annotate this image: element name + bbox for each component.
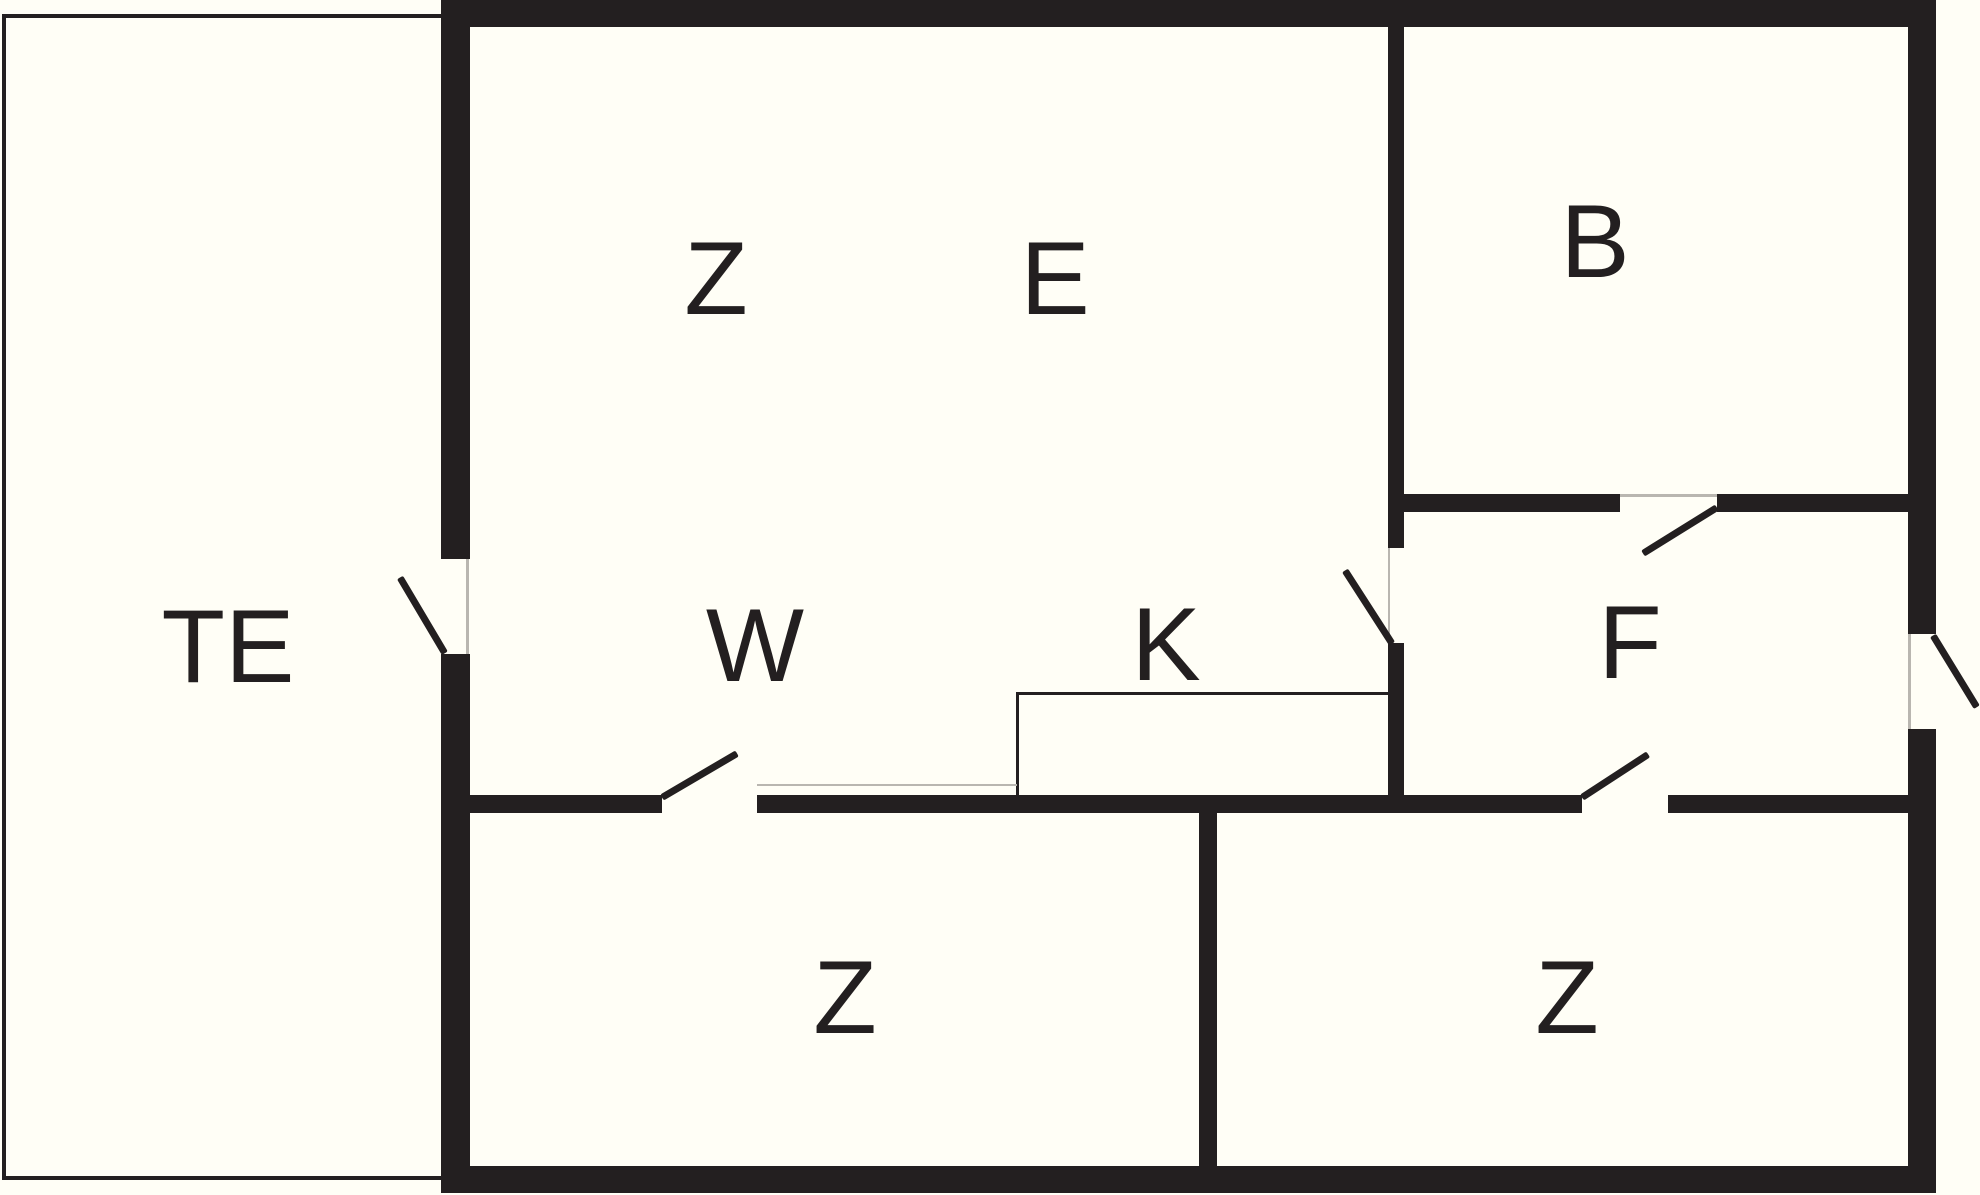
room-label-te: TE <box>161 589 295 705</box>
doorframe-exterior-right <box>1908 634 1911 729</box>
divider-k-f-wall <box>1388 643 1404 813</box>
door-swing-exterior-right <box>1930 633 1980 709</box>
terrace-outline-bottom <box>2 1176 442 1180</box>
doorframe-te <box>466 559 469 654</box>
doorframe-k <box>1388 548 1390 643</box>
door-swing-w <box>660 749 739 801</box>
room-label-e: E <box>1020 221 1090 337</box>
outer-wall-top <box>442 0 1936 27</box>
counter-outline-top <box>1016 692 1388 695</box>
door-swing-b <box>1641 504 1719 556</box>
wall-middle-left-segment <box>470 795 662 813</box>
outer-wall-right-upper <box>1908 0 1936 634</box>
wall-middle-center-segment <box>757 795 1582 813</box>
door-swing-te <box>396 575 449 655</box>
wall-b-f-left-segment <box>1404 494 1620 512</box>
outer-wall-left-upper <box>441 0 470 559</box>
counter-outline-left <box>1016 692 1019 797</box>
room-label-b: B <box>1560 184 1630 300</box>
divider-bottom-z-rooms <box>1199 813 1217 1166</box>
room-label-z-bottom-right: Z <box>1535 940 1599 1056</box>
hairline-w-to-counter <box>757 784 1017 786</box>
wall-b-f-right-segment <box>1717 494 1908 512</box>
room-label-f: F <box>1598 585 1662 701</box>
room-label-z-bottom-left: Z <box>813 940 877 1056</box>
wall-middle-right-segment <box>1668 795 1908 813</box>
door-swing-k <box>1342 568 1395 645</box>
room-label-z-top: Z <box>684 221 748 337</box>
doorframe-b <box>1620 494 1717 497</box>
terrace-outline-left <box>2 14 6 1180</box>
divider-e-b-wall <box>1388 27 1404 548</box>
outer-wall-left-lower <box>441 654 470 1193</box>
room-label-k: K <box>1131 587 1201 703</box>
door-swing-f-bottom <box>1580 751 1650 800</box>
outer-wall-right-lower <box>1908 729 1936 1193</box>
terrace-outline-top <box>2 14 442 18</box>
room-label-w: W <box>705 588 805 704</box>
outer-wall-bottom <box>442 1166 1936 1193</box>
